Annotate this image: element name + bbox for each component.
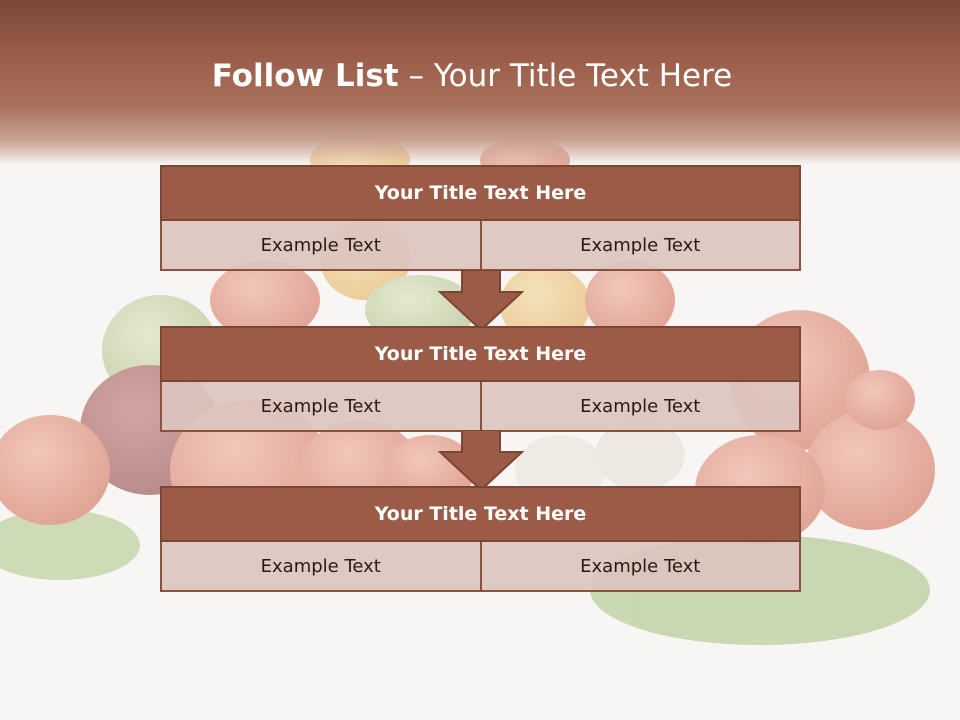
flow-block-cell-right[interactable]: Example Text [481,382,801,432]
header-band [0,0,960,165]
flow-block-cell-left[interactable]: Example Text [160,382,482,432]
flow-block-3: Your Title Text Here Example Text Exampl… [160,486,801,592]
flow-block-2: Your Title Text Here Example Text Exampl… [160,326,801,432]
flow-block-title[interactable]: Your Title Text Here [160,326,801,382]
flow-block-cell-left[interactable]: Example Text [160,542,482,592]
flow-block-title[interactable]: Your Title Text Here [160,165,801,221]
down-arrow-icon [438,430,524,492]
slide-title-bold: Follow List [211,58,399,94]
flow-block-row: Example Text Example Text [160,382,801,432]
flow-block-cell-right[interactable]: Example Text [481,542,801,592]
slide-title: Follow List – Your Title Text Here [0,54,944,98]
flow-block-row: Example Text Example Text [160,221,801,271]
slide-title-rest: – Your Title Text Here [408,58,733,94]
flow-block-row: Example Text Example Text [160,542,801,592]
flow-block-1: Your Title Text Here Example Text Exampl… [160,165,801,271]
flow-block-cell-left[interactable]: Example Text [160,221,482,271]
flow-block-title[interactable]: Your Title Text Here [160,486,801,542]
flow-block-cell-right[interactable]: Example Text [481,221,801,271]
down-arrow-icon [438,270,524,332]
